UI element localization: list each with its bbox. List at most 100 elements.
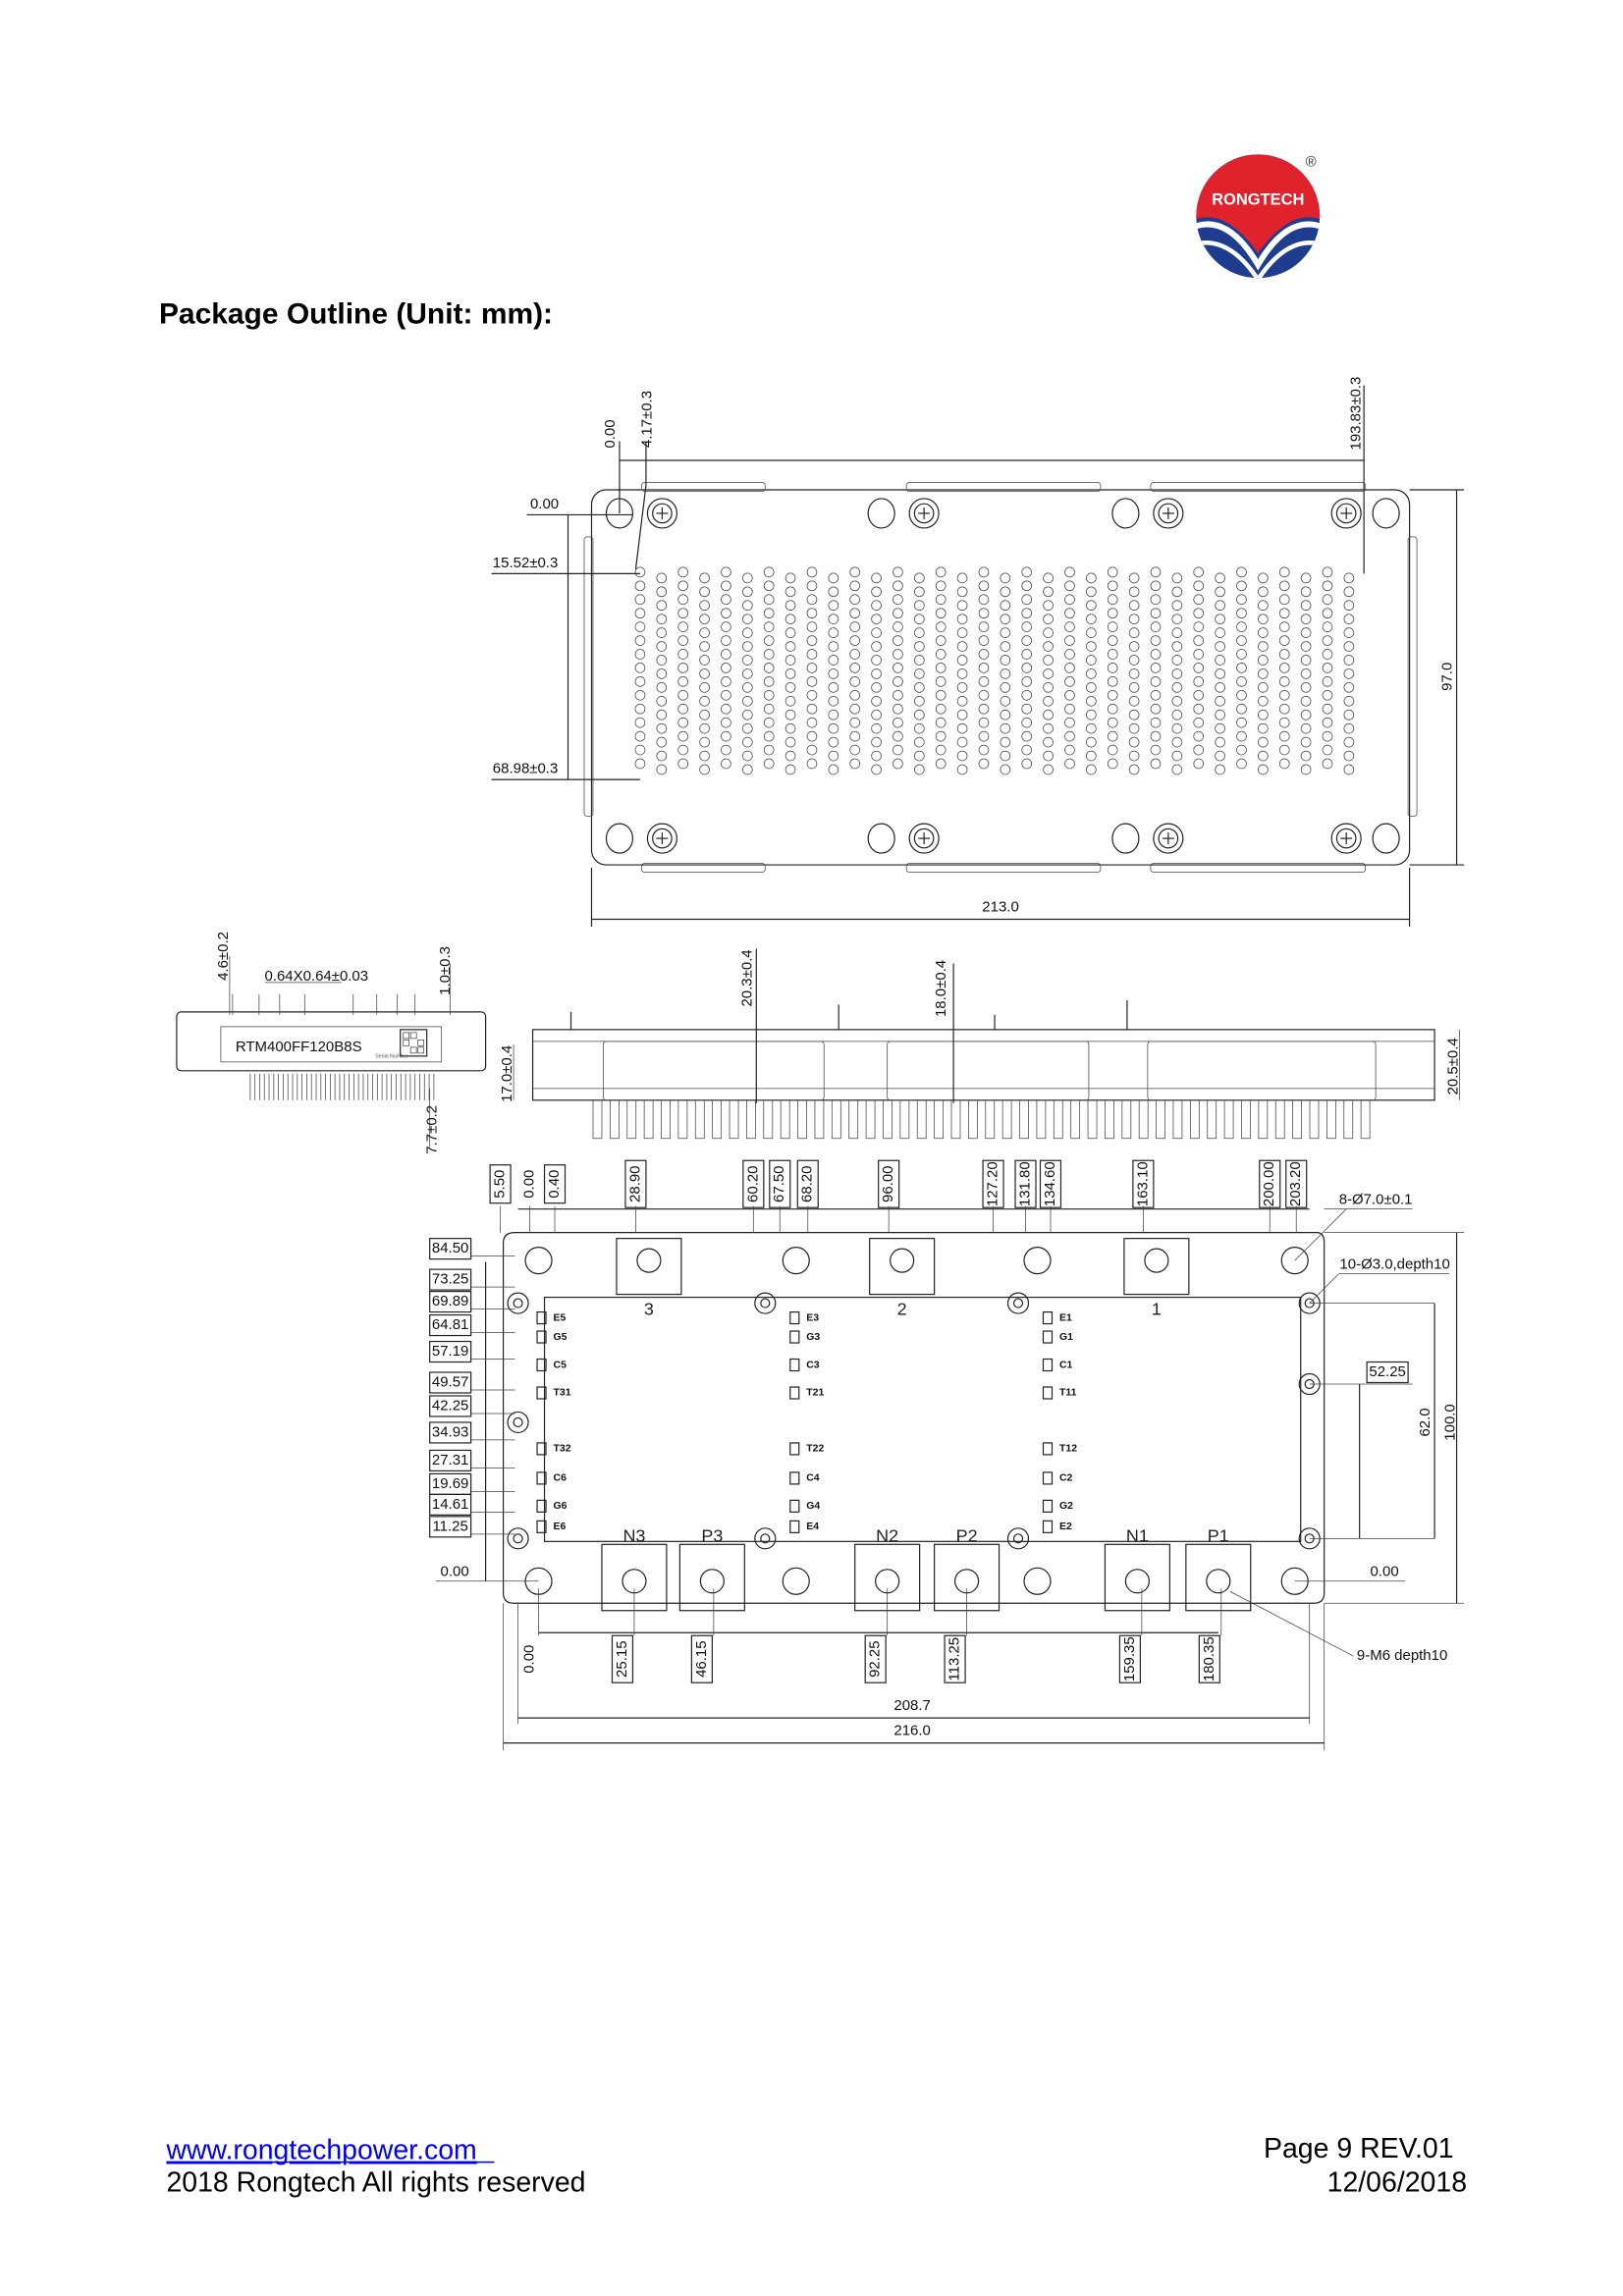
pin-fin (1343, 750, 1355, 762)
pin-fin (914, 641, 925, 652)
pin-fin (742, 750, 753, 762)
pin-pad (536, 1471, 547, 1485)
pin-fin (699, 695, 710, 707)
pin-pad (1042, 1310, 1054, 1325)
pin-fin (1343, 764, 1355, 775)
screw-ring (908, 823, 940, 854)
label-box (429, 1493, 472, 1516)
pin-fin (677, 608, 689, 619)
pin-fin (1343, 736, 1355, 748)
pin-lead (763, 1099, 774, 1140)
pin-fin (1278, 663, 1290, 673)
dimension-label: 69.89 (432, 1293, 468, 1309)
rongtech-logo: RONGTECH ® (1196, 153, 1321, 279)
website-link[interactable]: www.rongtechpower.com (165, 2135, 476, 2166)
pin-fin (1343, 682, 1355, 693)
pin-fin (1107, 676, 1118, 687)
pin-fin (1000, 627, 1011, 638)
pin-fin (849, 758, 861, 770)
pin-fin (1064, 758, 1075, 770)
pin-fin (1064, 649, 1075, 660)
pin-lead (1087, 1099, 1098, 1140)
pin-fin (893, 566, 903, 578)
qr-cell (409, 1046, 417, 1054)
pin-fin (1021, 594, 1033, 606)
pin-fin (1343, 600, 1355, 612)
pin-fin (1000, 750, 1011, 762)
pin-fin (1107, 758, 1118, 770)
pin-fin (1236, 621, 1247, 632)
pin-label: G2 (1059, 1501, 1073, 1512)
pin-fin (1021, 635, 1033, 646)
pin-fin (978, 703, 990, 715)
pin-lead (1001, 1099, 1012, 1140)
pin-fin (1215, 709, 1225, 721)
pin-label: C5 (554, 1360, 568, 1370)
housing-section (887, 1041, 1090, 1101)
pin-fin (806, 703, 818, 715)
pin-fin (849, 703, 861, 715)
pin-fin (914, 572, 925, 584)
pin-fin (1171, 682, 1183, 693)
pin-fin (763, 566, 775, 578)
qr-cell (403, 1039, 410, 1046)
pin-fin (784, 600, 796, 612)
pin-fin (763, 580, 775, 592)
pin-fin (1086, 736, 1097, 748)
pin-fin (656, 586, 668, 598)
pin-fin (1278, 635, 1290, 646)
pin-fin (1107, 744, 1118, 756)
pin-fin (784, 709, 796, 721)
pin-fin (1215, 572, 1225, 584)
dimension-label: 213.0 (982, 898, 1018, 915)
dimension-label: 73.25 (432, 1271, 468, 1288)
dimension-label: 8-Ø7.0±0.1 (1339, 1192, 1413, 1208)
pin-fin (1322, 635, 1333, 646)
terminal (616, 1238, 682, 1296)
qr-cell (409, 1032, 417, 1040)
pin-fin (935, 758, 947, 770)
pin-fin (849, 676, 861, 687)
pin-fin (1064, 676, 1075, 687)
pin-fin (871, 600, 882, 612)
top-rib (905, 482, 1102, 492)
pin-fin (1000, 586, 1011, 598)
pin-fin (935, 566, 947, 578)
pin-fin (956, 722, 968, 734)
pin-fin (1236, 730, 1247, 742)
pin-fin (1150, 717, 1162, 728)
dimension-line (1294, 1208, 1347, 1261)
small-hole (513, 1416, 523, 1428)
pin-fin (742, 572, 753, 584)
pin-fin (956, 736, 968, 748)
pin-fin (1021, 649, 1033, 660)
qr-cell (417, 1046, 425, 1054)
pin-fin (1322, 580, 1333, 592)
label-box (489, 1164, 512, 1204)
pin-fin (1278, 717, 1290, 728)
dimension-label: 10-Ø3.0,depth10 (1339, 1256, 1449, 1273)
pin-fin (763, 730, 775, 742)
pin-fin (1150, 621, 1162, 632)
pin-fin (699, 722, 710, 734)
pin-lead (729, 1099, 739, 1140)
screw-head (1158, 828, 1179, 849)
pin-fin (849, 717, 861, 728)
pin-fin (1258, 722, 1269, 734)
terminal-label-bottom: N3 (622, 1525, 645, 1545)
pin-fin (763, 676, 775, 687)
pin-fin (1300, 668, 1312, 679)
pin-fin (1193, 621, 1205, 632)
pin-fin (935, 717, 947, 728)
pin-fin (914, 750, 925, 762)
dimension-label: 19.69 (432, 1475, 468, 1492)
terminal-label-bottom: P2 (956, 1525, 978, 1545)
pin-fin (1086, 572, 1097, 584)
pin-fin (828, 668, 839, 679)
pin-fin (1193, 717, 1205, 728)
dimension-label: 0.00 (521, 1170, 538, 1199)
pin-fin (677, 744, 689, 756)
pin-fin (871, 572, 882, 584)
terminal-hole (1124, 1569, 1150, 1594)
pin-fin (1278, 689, 1290, 701)
